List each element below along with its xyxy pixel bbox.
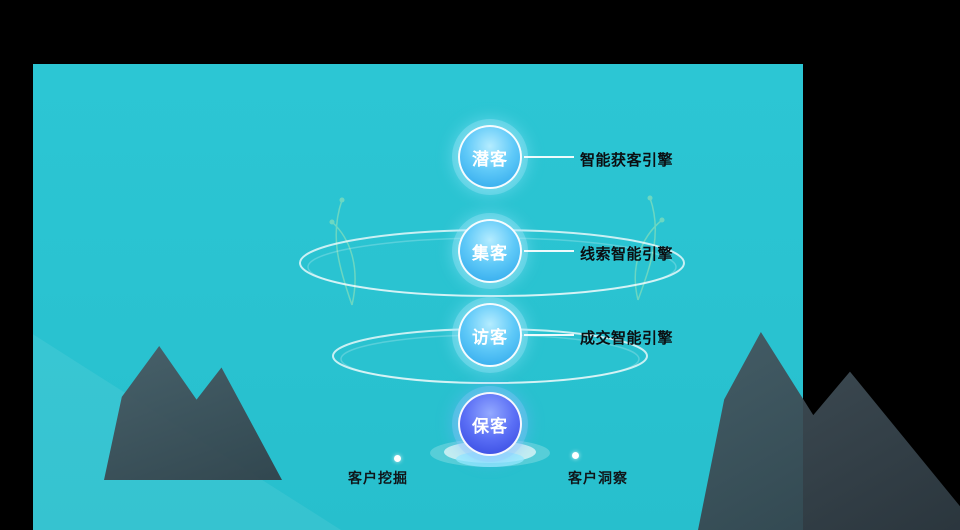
stage-orb: 潜客 (458, 125, 522, 189)
stage-orb: 集客 (458, 219, 522, 283)
funnel-stage-gather: 集客 (452, 213, 528, 289)
funnel-stage-retain: 保客 (452, 386, 528, 462)
footer-item-customer-mining: 客户挖掘 (348, 470, 408, 486)
connector-line (524, 250, 574, 252)
stage-label: 访客 (472, 327, 508, 347)
bullet-dot (572, 452, 579, 459)
teal-background-panel (33, 64, 803, 530)
engine-label-leads: 线索智能引擎 (580, 246, 674, 263)
stage-label: 集客 (472, 243, 508, 263)
stage-label: 潜客 (472, 149, 508, 169)
footer-item-customer-insight: 客户洞察 (568, 470, 628, 486)
engine-label-acquisition: 智能获客引擎 (580, 152, 674, 169)
bullet-dot (394, 455, 401, 462)
stage-label: 保客 (472, 416, 508, 436)
connector-line (524, 156, 574, 158)
stage-orb: 访客 (458, 303, 522, 367)
connector-line (524, 334, 574, 336)
stage-orb: 保客 (458, 392, 522, 456)
engine-label-deal: 成交智能引擎 (580, 330, 674, 347)
funnel-stage-prospect: 潜客 (452, 119, 528, 195)
funnel-stage-visitor: 访客 (452, 297, 528, 373)
